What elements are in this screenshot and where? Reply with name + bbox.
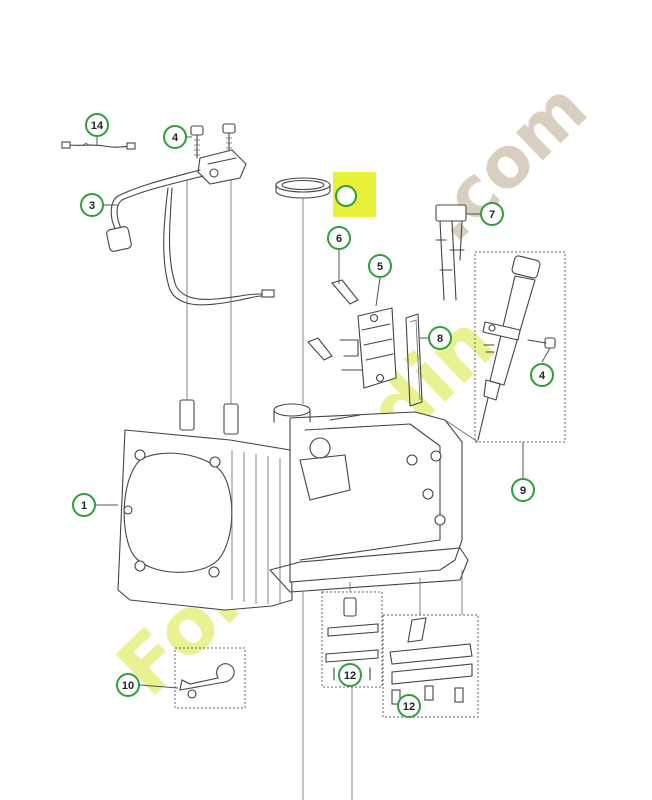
callout-1: 1 <box>72 493 96 517</box>
part-engine-block <box>117 180 479 611</box>
part-bolts-top <box>190 123 236 159</box>
svg-text:8: 8 <box>437 333 443 345</box>
svg-text:14: 14 <box>91 120 104 132</box>
part-wire-harness <box>61 141 136 150</box>
part-seal-ring <box>275 177 331 199</box>
svg-text:4: 4 <box>539 370 546 382</box>
part-gasket-strip <box>405 313 423 407</box>
svg-text:9: 9 <box>520 485 526 497</box>
part-screws <box>307 279 359 361</box>
svg-text:12: 12 <box>403 701 415 713</box>
part-dipstick <box>474 251 566 443</box>
svg-text:3: 3 <box>89 200 95 212</box>
svg-text:4: 4 <box>172 132 179 144</box>
part-regulator <box>339 307 397 389</box>
callout-14: 14 <box>85 113 109 137</box>
callout-5: 5 <box>368 254 392 278</box>
leader-lines <box>96 136 551 689</box>
svg-text:2: 2 <box>343 191 349 203</box>
part-lower-brackets <box>302 570 479 800</box>
svg-text:1: 1 <box>81 500 87 512</box>
callout-3: 3 <box>80 193 104 217</box>
callout-12-left: 12 <box>338 663 362 687</box>
svg-text:5: 5 <box>377 261 383 273</box>
callout-4-top: 4 <box>163 125 187 149</box>
svg-text:.com: .com <box>410 67 603 257</box>
svg-text:10: 10 <box>122 680 134 692</box>
callout-8: 8 <box>428 326 452 350</box>
part-linkage <box>435 204 467 301</box>
part-clamp <box>174 647 246 709</box>
callout-4-right: 4 <box>530 363 554 387</box>
callout-12-right: 12 <box>397 694 421 718</box>
watermark-logo: Fore stjardin .com <box>101 67 603 714</box>
callout-6: 6 <box>327 226 351 250</box>
svg-text:7: 7 <box>489 209 495 221</box>
callout-10: 10 <box>116 673 140 697</box>
part-ignition-coil <box>106 149 275 306</box>
svg-text:12: 12 <box>344 670 356 682</box>
svg-text:6: 6 <box>336 233 342 245</box>
callout-2: 2 <box>335 185 357 207</box>
callout-9: 9 <box>511 478 535 502</box>
callout-7: 7 <box>480 202 504 226</box>
